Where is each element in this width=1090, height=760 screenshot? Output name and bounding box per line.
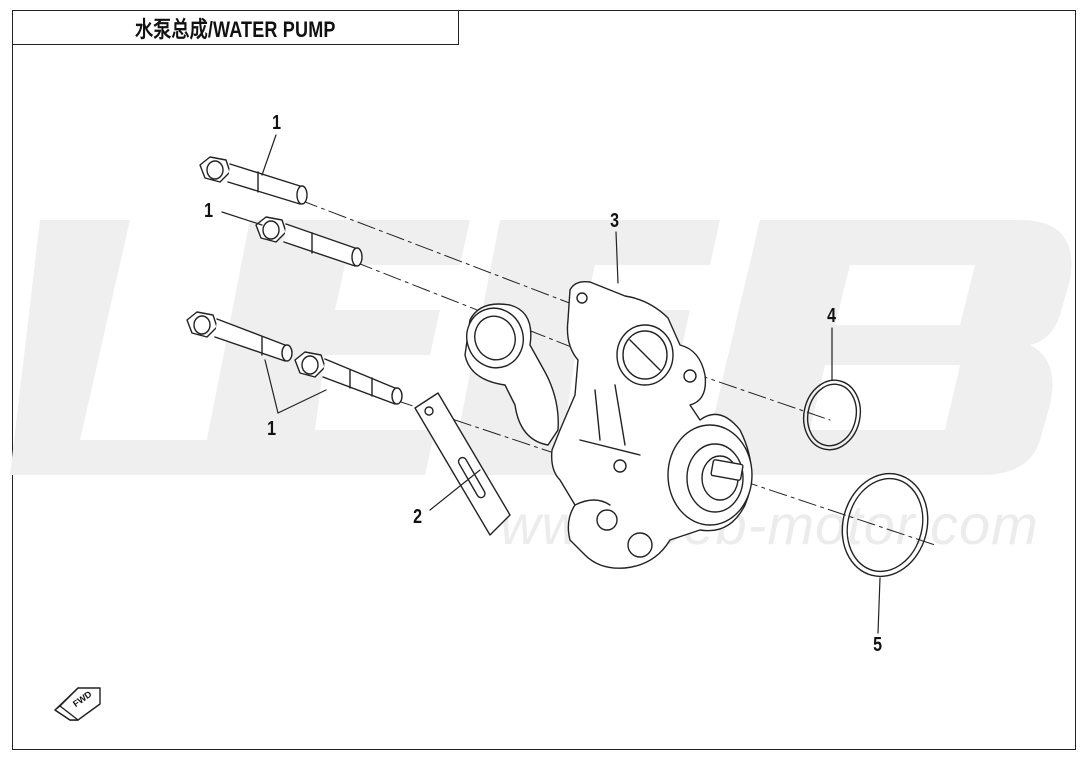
fwd-arrow-icon bbox=[54, 687, 101, 721]
callout-oring-small: 4 bbox=[827, 305, 837, 327]
gasket bbox=[414, 392, 511, 536]
pump-body bbox=[464, 280, 753, 569]
page-title: 水泵总成/WATER PUMP bbox=[135, 16, 336, 42]
drawing-frame bbox=[12, 10, 1076, 750]
oring-small bbox=[802, 379, 862, 451]
bolt-group bbox=[186, 311, 403, 405]
bolt-second bbox=[255, 216, 363, 267]
callout-bolt-top: 1 bbox=[272, 112, 282, 134]
callout-gasket: 2 bbox=[413, 506, 423, 528]
callout-bolt-second: 1 bbox=[204, 200, 214, 222]
callout-oring-large: 5 bbox=[873, 634, 883, 656]
callout-pump-body: 3 bbox=[610, 210, 620, 232]
callout-bolt-group: 1 bbox=[267, 418, 277, 440]
title-box: 水泵总成/WATER PUMP bbox=[12, 10, 459, 45]
bolt-top bbox=[199, 156, 308, 205]
oring-large bbox=[841, 472, 929, 578]
